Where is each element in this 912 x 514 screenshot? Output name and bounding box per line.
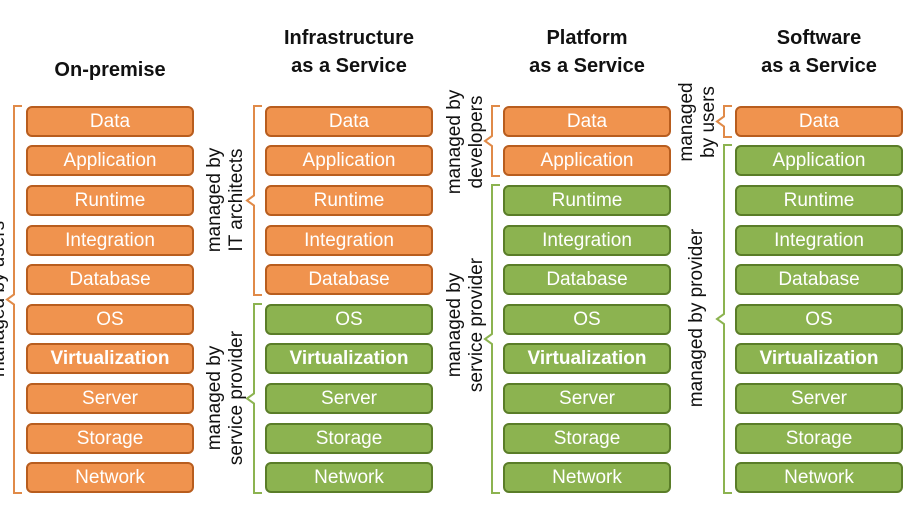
iaas-heading: Infrastructure as a Service xyxy=(265,24,433,80)
paas-layer-network: Network xyxy=(503,462,671,493)
label-line: managed by users xyxy=(0,220,9,378)
label-line: managed by xyxy=(444,272,465,378)
on-premise-layer-server: Server xyxy=(26,383,194,414)
iaas-layer-storage: Storage xyxy=(265,423,433,454)
paas-layer-runtime: Runtime xyxy=(503,185,671,216)
label-line: by users xyxy=(698,86,719,158)
paas-layer-integration: Integration xyxy=(503,225,671,256)
heading-line: Infrastructure xyxy=(283,27,415,49)
managed-by-users-label: managed by users xyxy=(0,199,10,399)
paas-heading: Platform as a Service xyxy=(503,24,671,80)
saas-layer-virtualization: Virtualization xyxy=(735,343,903,374)
saas-layer-data: Data xyxy=(735,106,903,137)
iaas-layer-integration: Integration xyxy=(265,225,433,256)
label-line: managed by xyxy=(204,147,225,253)
on-premise-layer-data: Data xyxy=(26,106,194,137)
paas-layer-virtualization: Virtualization xyxy=(503,343,671,374)
label-line: IT architects xyxy=(226,148,247,252)
on-premise-layer-database: Database xyxy=(26,264,194,295)
saas-layer-database: Database xyxy=(735,264,903,295)
label-line: developers xyxy=(466,95,487,189)
iaas-layer-data: Data xyxy=(265,106,433,137)
saas-layer-os: OS xyxy=(735,304,903,335)
label-line: managed by provider xyxy=(686,228,707,408)
on-premise-layer-application: Application xyxy=(26,145,194,176)
on-premise-layer-virtualization: Virtualization xyxy=(26,343,194,374)
saas-layer-application: Application xyxy=(735,145,903,176)
saas-layer-network: Network xyxy=(735,462,903,493)
paas-layer-os: OS xyxy=(503,304,671,335)
iaas-architects-brace xyxy=(245,105,262,296)
saas-layer-runtime: Runtime xyxy=(735,185,903,216)
iaas-layer-application: Application xyxy=(265,145,433,176)
iaas-layer-network: Network xyxy=(265,462,433,493)
on-premise-layer-storage: Storage xyxy=(26,423,194,454)
saas-provider-brace xyxy=(715,144,732,494)
saas-layer-server: Server xyxy=(735,383,903,414)
label-line: managed by xyxy=(204,345,225,451)
saas-layer-integration: Integration xyxy=(735,225,903,256)
on-premise-layer-os: OS xyxy=(26,304,194,335)
heading-line: as a Service xyxy=(761,55,877,77)
saas-heading: Software as a Service xyxy=(735,24,903,80)
iaas-layer-server: Server xyxy=(265,383,433,414)
heading-line: On-premise xyxy=(54,59,166,81)
iaas-layer-database: Database xyxy=(265,264,433,295)
on-premise-layer-network: Network xyxy=(26,462,194,493)
heading-line: Platform xyxy=(546,27,628,49)
label-line: service provider xyxy=(226,330,247,466)
on-premise-layer-integration: Integration xyxy=(26,225,194,256)
heading-line: as a Service xyxy=(529,55,645,77)
iaas-provider-brace xyxy=(245,303,262,494)
paas-layer-server: Server xyxy=(503,383,671,414)
label-line: service provider xyxy=(466,257,487,393)
iaas-layer-runtime: Runtime xyxy=(265,185,433,216)
paas-layer-storage: Storage xyxy=(503,423,671,454)
label-line: managed xyxy=(676,82,697,162)
heading-line: as a Service xyxy=(291,55,407,77)
iaas-layer-virtualization: Virtualization xyxy=(265,343,433,374)
heading-line: Software xyxy=(776,27,862,49)
on-premise-heading: On-premise xyxy=(26,56,194,84)
saas-layer-storage: Storage xyxy=(735,423,903,454)
paas-layer-data: Data xyxy=(503,106,671,137)
managed-by-provider-label: managed by provider xyxy=(686,203,708,433)
paas-layer-application: Application xyxy=(503,145,671,176)
iaas-layer-os: OS xyxy=(265,304,433,335)
on-premise-layer-runtime: Runtime xyxy=(26,185,194,216)
paas-layer-database: Database xyxy=(503,264,671,295)
label-line: managed by xyxy=(444,89,465,195)
